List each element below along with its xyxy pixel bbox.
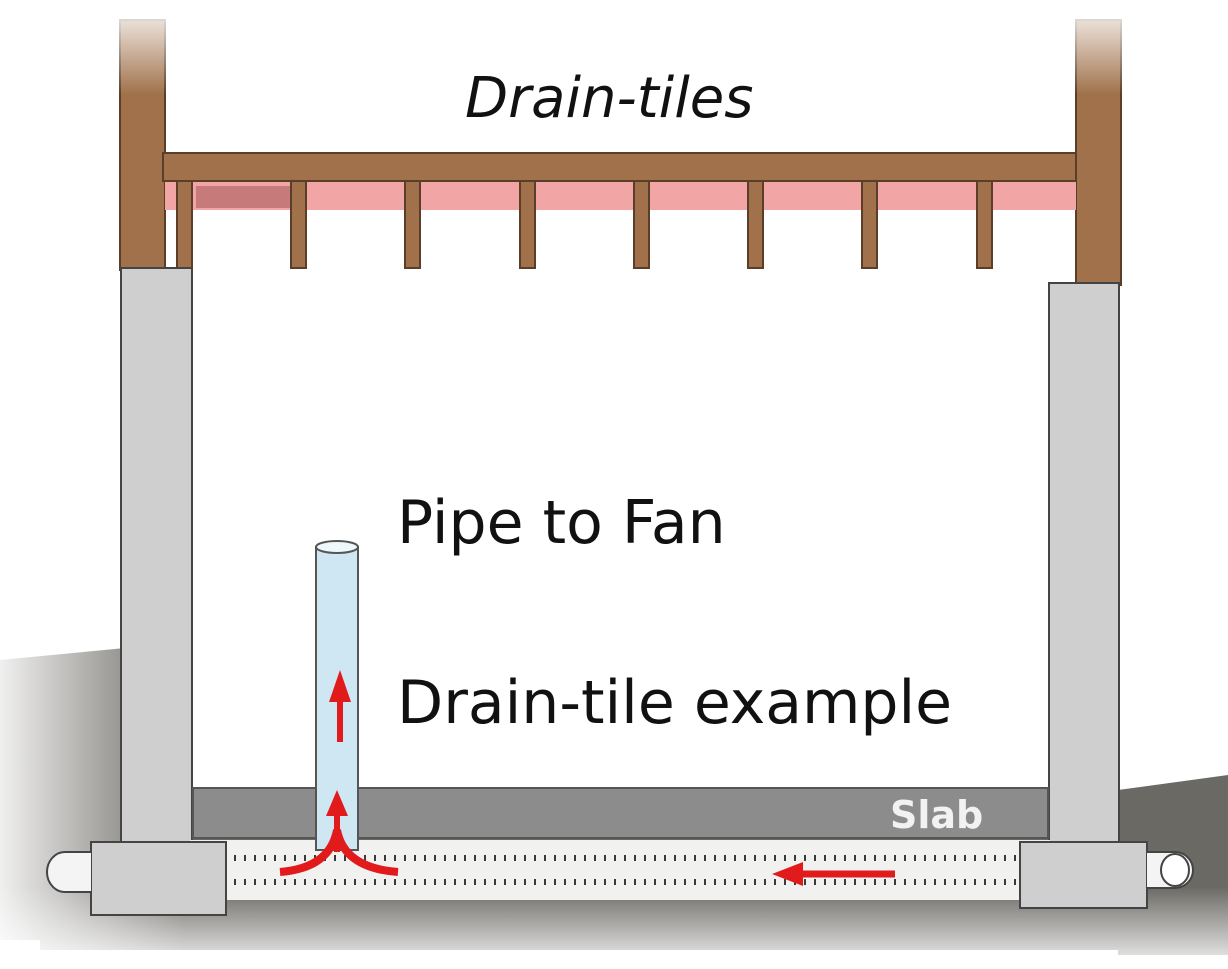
foundation-walls — [120, 267, 1120, 844]
drain-tile-example-label: Drain-tile example — [397, 668, 953, 738]
footings — [90, 841, 1148, 916]
floor-framing — [110, 0, 1136, 286]
airflow-arrows — [279, 670, 895, 886]
pipe-to-fan-label: Pipe to Fan — [397, 488, 726, 558]
drain-pipe-ends — [46, 851, 1194, 893]
diagram-title: Drain-tiles — [465, 66, 754, 131]
slab-label: Slab — [890, 793, 984, 837]
floor-joists — [176, 180, 993, 269]
